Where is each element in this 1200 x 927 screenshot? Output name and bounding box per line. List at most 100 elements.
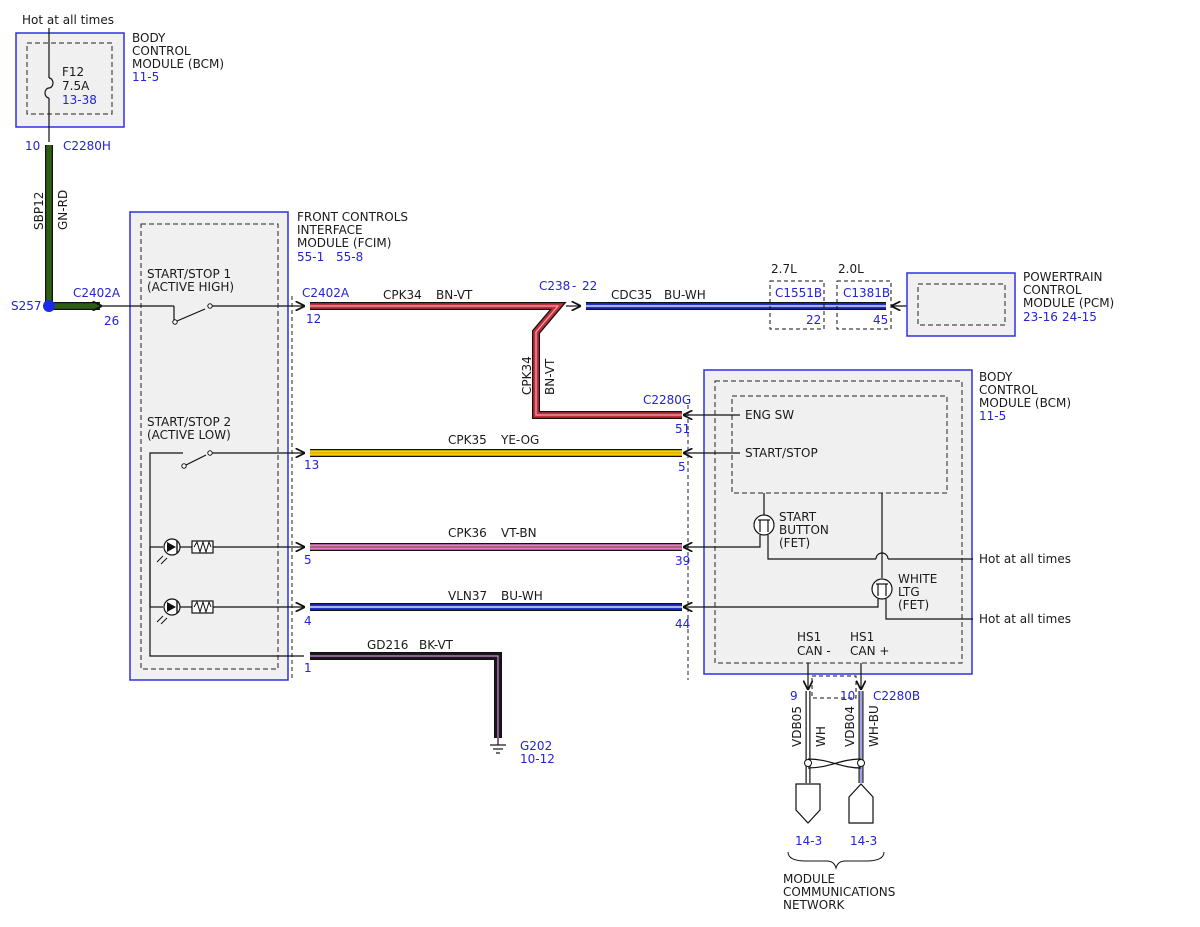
bcm-top-title-2: CONTROL <box>132 44 191 58</box>
fcim-pin-cpk34: 12 <box>306 312 321 326</box>
cpk36-color: VT-BN <box>501 526 537 540</box>
start-button-fet-icon <box>753 514 775 536</box>
fuse-ref: 13-38 <box>62 93 97 107</box>
fcim-ref-1: 55-1 <box>297 250 324 264</box>
cpk34-color: BN-VT <box>436 288 473 302</box>
white-ltg-fet-icon <box>871 578 893 600</box>
bcm-top-pin: 10 <box>25 139 40 153</box>
pcm-title-2: CONTROL <box>1023 283 1082 297</box>
engine-20-box <box>836 280 892 330</box>
cpk35-color: YE-OG <box>500 433 539 447</box>
bcm-connector-b: C2280B <box>873 689 920 703</box>
bcm-top-page-ref: 11-5 <box>132 70 159 84</box>
can-connector-box <box>811 675 857 699</box>
network-brace-icon <box>787 851 885 870</box>
cdc35-color: BU-WH <box>664 288 706 302</box>
white-ltg-label-2: LTG <box>898 585 920 599</box>
splice-pin: 26 <box>104 314 119 328</box>
switch1-label-1: START/STOP 1 <box>147 267 231 281</box>
bcm-top-module-box <box>15 32 125 128</box>
pcm-title-1: POWERTRAIN <box>1023 270 1103 284</box>
fcim-pin-vln37: 4 <box>304 614 312 628</box>
switch2-label-2: (ACTIVE LOW) <box>147 428 231 442</box>
fuse-rating: 7.5A <box>62 79 90 93</box>
sbp12-color: GN-RD <box>56 190 70 230</box>
start-button-label-1: START <box>779 510 817 524</box>
fcim-pin-cpk35: 13 <box>304 458 319 472</box>
switch2-contact-right <box>207 450 213 456</box>
start-stop-label: START/STOP <box>745 446 818 460</box>
gd216-circuit: GD216 <box>367 638 408 652</box>
wire-gd216 <box>310 652 502 738</box>
sbp12-circuit: SBP12 <box>32 192 46 230</box>
switch1-label-2: (ACTIVE HIGH) <box>147 280 234 294</box>
cpk36-circuit: CPK36 <box>448 526 487 540</box>
cpk34-vertical-circuit: CPK34 <box>520 356 534 395</box>
resistor1-icon <box>191 540 214 554</box>
switch1-blade <box>176 308 206 322</box>
engine-27-box <box>769 280 825 330</box>
c238-connector: C238 <box>539 279 570 293</box>
vln37-circuit: VLN37 <box>448 589 487 603</box>
cpk34-circuit: CPK34 <box>383 288 422 302</box>
eng-sw-label: ENG SW <box>745 408 794 422</box>
can-plus-terminal-icon <box>848 783 874 824</box>
start-button-label-3: (FET) <box>779 536 810 550</box>
engine-20-label: 2.0L <box>838 262 864 276</box>
c238-separator: - <box>572 279 576 293</box>
switch2-icon <box>185 454 207 466</box>
bcm-pin-can-minus: 9 <box>790 689 798 703</box>
bcm-main-page-ref: 11-5 <box>979 409 1006 423</box>
bcm-top-title-3: MODULE (BCM) <box>132 57 224 71</box>
gd216-color: BK-VT <box>419 638 454 652</box>
fcim-title-1: FRONT CONTROLS <box>297 210 408 224</box>
bcm-main-logic-box <box>731 395 948 494</box>
fcim-connector-label: C2402A <box>302 286 350 300</box>
led2-icon <box>150 598 192 625</box>
white-ltg-supply <box>885 599 973 620</box>
engine-20-connector: C1381B <box>843 286 890 300</box>
switch1-contact-right <box>207 303 213 309</box>
cpk35-circuit: CPK35 <box>448 433 487 447</box>
bcm-main-title-2: CONTROL <box>979 383 1038 397</box>
switch2-label-1: START/STOP 2 <box>147 415 231 429</box>
start-button-out <box>684 535 761 547</box>
pcm-ref-2: 24-15 <box>1062 310 1097 324</box>
engine-27-label: 2.7L <box>771 262 797 276</box>
bcm-pin-start-stop: 5 <box>678 460 686 474</box>
splice-dot <box>43 300 55 312</box>
ground-icon <box>490 738 506 754</box>
hot2-label: Hot at all times <box>979 612 1071 626</box>
can-minus-terminal-icon <box>795 783 821 824</box>
bcm-main-title-1: BODY <box>979 370 1013 384</box>
white-ltg-label-1: WHITE <box>898 572 937 586</box>
bcm-main-module-box <box>703 369 973 675</box>
fuse-icon <box>44 77 54 99</box>
bcm-top-connector: C2280H <box>63 139 111 153</box>
fuse-name: F12 <box>62 65 84 79</box>
network-title-2: COMMUNICATIONS <box>783 885 895 899</box>
bcm-main-title-3: MODULE (BCM) <box>979 396 1071 410</box>
network-title-3: NETWORK <box>783 898 846 912</box>
bcm-main-connector-g: C2280G <box>643 393 691 407</box>
switch1-contact-left <box>172 319 178 325</box>
fcim-pin-cpk36: 5 <box>304 553 312 567</box>
ground-name: G202 <box>520 739 552 753</box>
led1-icon <box>150 538 192 565</box>
fcim-title-3: MODULE (FCIM) <box>297 236 391 250</box>
white-ltg-label-3: (FET) <box>898 598 929 612</box>
bcm-top-supply-label: Hot at all times <box>22 13 114 27</box>
engine-20-pin: 45 <box>873 313 888 327</box>
resistor2-icon <box>191 600 214 614</box>
start-button-supply <box>767 535 876 560</box>
vdb04-color: WH-BU <box>867 705 881 747</box>
switch2-contact-left <box>181 463 187 469</box>
can-minus-label-2: CAN - <box>797 644 831 658</box>
pcm-title-3: MODULE (PCM) <box>1023 296 1114 310</box>
bcm-pin-start-button: 39 <box>675 554 690 568</box>
white-ltg-out <box>684 599 879 607</box>
fcim-title-2: INTERFACE <box>297 223 363 237</box>
pcm-ref-1: 23-16 <box>1023 310 1058 324</box>
start-button-label-2: BUTTON <box>779 523 829 537</box>
